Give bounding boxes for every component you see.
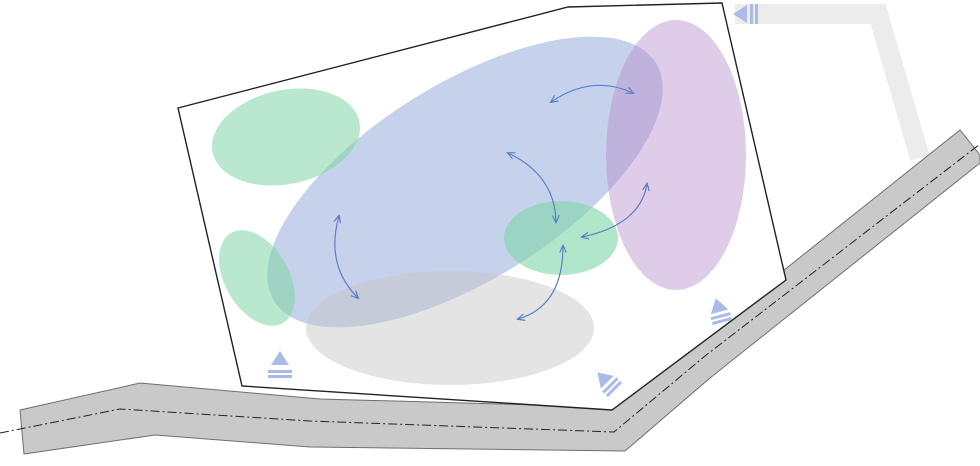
relation-arrow [518, 246, 563, 319]
road-centerline [0, 143, 980, 434]
entrance-marker [268, 351, 292, 378]
zone-purple-east [606, 20, 746, 290]
entrance-marker [597, 372, 623, 398]
relation-arrow [582, 184, 647, 237]
zone-blue-main [267, 36, 663, 328]
secondary-road [735, 4, 930, 161]
relation-arrows [335, 84, 647, 319]
entrance-marker [710, 298, 733, 326]
relation-arrow [508, 153, 556, 222]
entrance-marker [733, 4, 758, 24]
relation-arrow [551, 84, 633, 102]
zone-green-center [504, 201, 618, 275]
zone-green-southwest [219, 230, 295, 326]
relation-arrow [335, 216, 358, 298]
zone-green-northwest [211, 88, 361, 186]
